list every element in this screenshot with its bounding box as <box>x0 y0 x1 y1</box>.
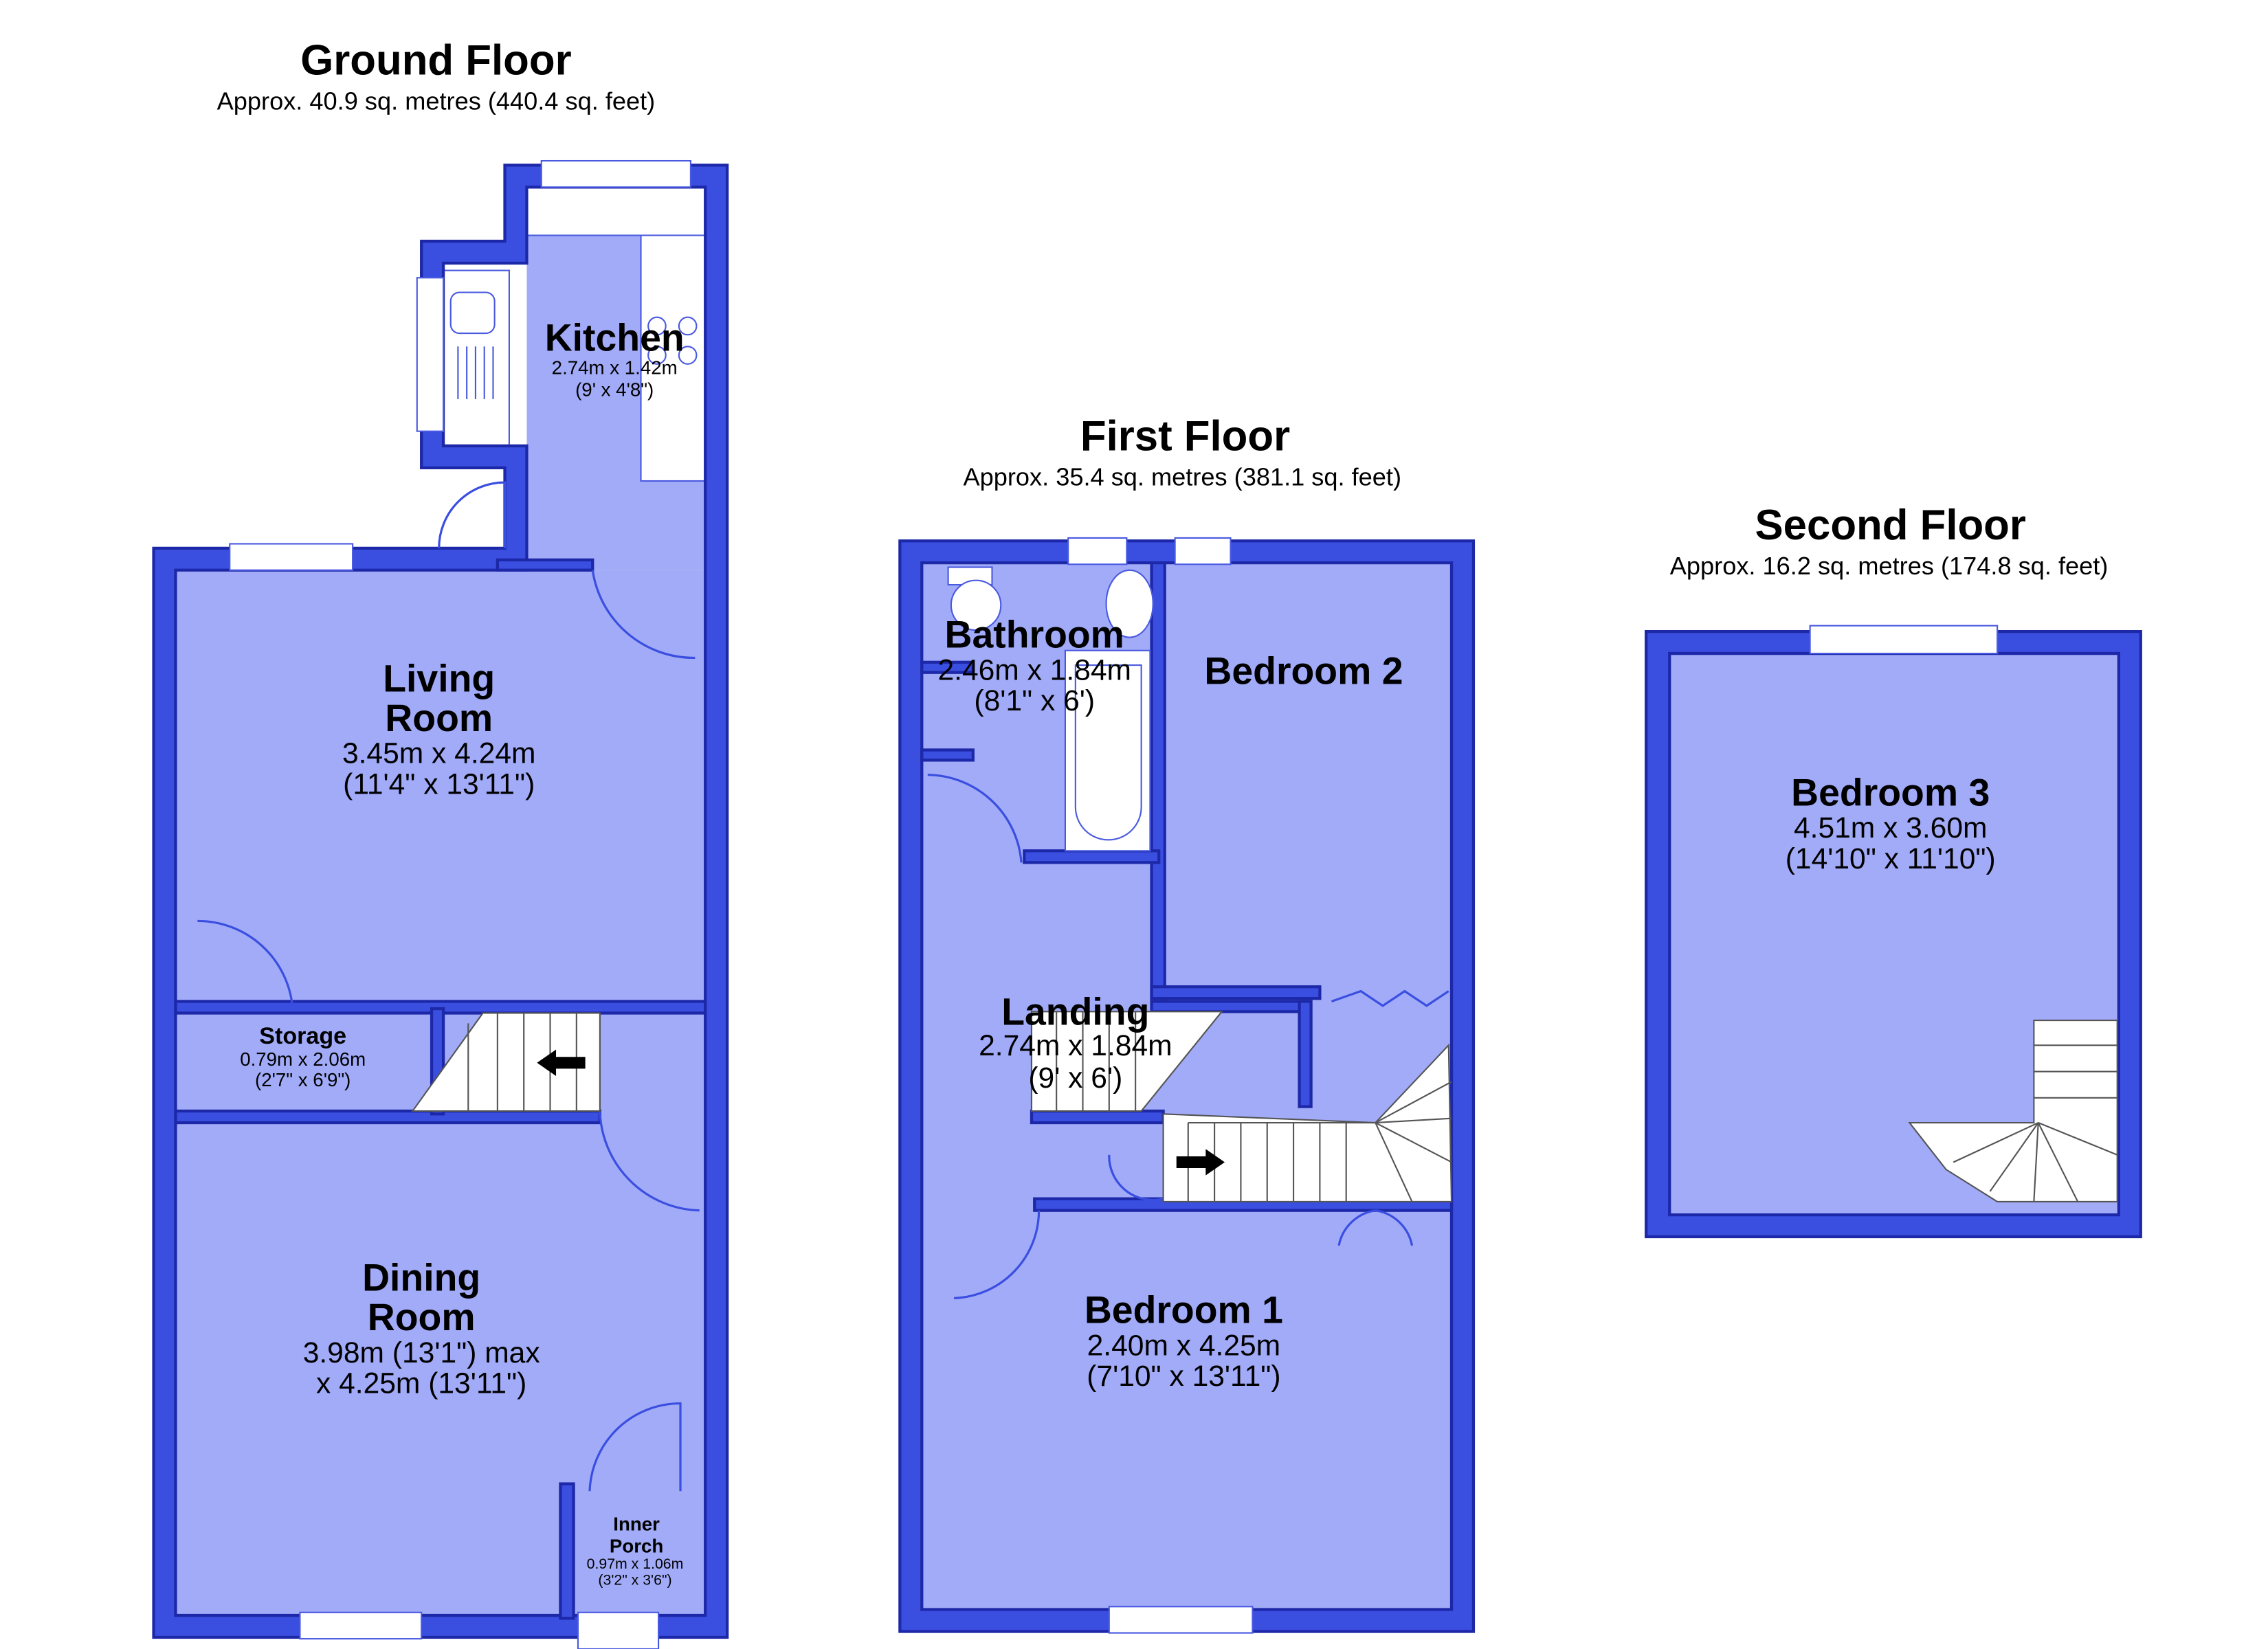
bedroom-3-dim-m: 4.51m x 3.60m <box>1794 811 1988 844</box>
living-room-label: Living <box>383 657 495 699</box>
door-swing <box>1108 1154 1164 1202</box>
window <box>1067 537 1128 565</box>
kitchen-worktop-top <box>526 186 707 236</box>
kitchen-label: Kitchen <box>545 317 685 359</box>
storage-dim-ft: (2'7" x 6'9") <box>255 1069 351 1090</box>
toilet-icon <box>950 579 1002 631</box>
bathroom-label: Bathroom <box>945 614 1124 656</box>
door-swing <box>599 1110 700 1212</box>
wall-landing <box>1298 1000 1313 1108</box>
inner-porch-dim-ft: (3'2" x 3'6") <box>598 1571 671 1588</box>
basin-icon <box>1105 569 1154 638</box>
bedroom-2-label: Bedroom 2 <box>1204 650 1403 693</box>
first-floor-area: Approx. 35.4 sq. metres (381.1 sq. feet) <box>963 462 1401 491</box>
window <box>1174 537 1232 565</box>
front-door <box>577 1611 660 1649</box>
living-room-label-2: Room <box>385 697 493 739</box>
wall-porch <box>559 1482 575 1620</box>
second-floor: Second Floor Approx. 16.2 sq. metres (17… <box>1645 502 2142 1239</box>
dining-room-dim-m: 3.98m (13'1") max <box>303 1336 540 1369</box>
staircase <box>1908 1020 2118 1202</box>
drainer-icon <box>457 346 494 399</box>
door-swing <box>438 481 507 548</box>
second-floor-title: Second Floor <box>1755 502 2025 549</box>
inner-porch-dim-m: 0.97m x 1.06m <box>587 1556 684 1572</box>
wall-cupboard <box>920 748 975 762</box>
kitchen-dim-m: 2.74m x 1.42m <box>552 357 678 379</box>
sink-icon <box>449 291 496 335</box>
storage-label: Storage <box>259 1023 346 1049</box>
kitchen-dim-ft: (9' x 4'8") <box>575 379 654 401</box>
storage-dim-m: 0.79m x 2.06m <box>240 1048 366 1070</box>
wall-kitchen-living <box>496 558 594 572</box>
window <box>229 543 354 571</box>
wall-bathroom-bottom <box>1023 849 1161 864</box>
bedroom-3-label: Bedroom 3 <box>1791 771 1990 814</box>
living-room-dim-ft: (11'4" x 13'11") <box>343 767 535 800</box>
bedroom-1-dim-ft: (7'10" x 13'11") <box>1087 1360 1280 1393</box>
ground-floor: Ground Floor Approx. 40.9 sq. metres (44… <box>152 37 729 1649</box>
staircase <box>1030 1011 1453 1202</box>
wall-bath-bed2 <box>1150 561 1166 1000</box>
door-swing <box>927 774 1023 863</box>
cupboard-doors <box>1337 1209 1414 1246</box>
door-swing <box>591 570 696 660</box>
bathroom-dim-ft: (8'1" x 6') <box>974 684 1095 717</box>
window <box>416 277 445 432</box>
wardrobe-doors <box>1331 989 1449 1007</box>
door-swing <box>954 1210 1041 1299</box>
bathroom-dim-m: 2.46m x 1.84m <box>937 653 1131 686</box>
landing-dim-ft: (9' x 6') <box>1028 1062 1122 1095</box>
landing-dim-m: 2.74m x 1.84m <box>979 1029 1172 1062</box>
bedroom-3-dim-ft: (14'10" x 11'10") <box>1786 842 1996 875</box>
window <box>299 1611 423 1640</box>
bedroom-1-dim-m: 2.40m x 4.25m <box>1087 1329 1281 1362</box>
first-floor: First Floor Approx. 35.4 sq. metres (381… <box>898 412 1476 1634</box>
stairs-arrow-icon <box>1176 1149 1225 1176</box>
door-swing <box>197 919 294 1009</box>
wall-bed2-bottom <box>1150 985 1322 1000</box>
wall-landing-rail <box>1030 1109 1165 1125</box>
dining-room-dim-ft: x 4.25m (13'11") <box>316 1367 526 1400</box>
first-outer-wall <box>898 539 1476 1633</box>
window <box>1108 1606 1254 1634</box>
landing-label: Landing <box>1001 991 1149 1033</box>
bath-icon <box>1074 664 1142 841</box>
hob-icon <box>647 316 698 365</box>
wall-cupboard <box>920 660 975 674</box>
wall-storage-dining <box>174 1109 602 1125</box>
bedroom-1-label: Bedroom 1 <box>1085 1289 1283 1332</box>
inner-porch-label: Inner <box>613 1514 660 1535</box>
second-floor-area: Approx. 16.2 sq. metres (174.8 sq. feet) <box>1670 552 2109 580</box>
window <box>540 159 691 188</box>
stairs-arrow-icon <box>537 1049 586 1076</box>
dining-room-label-2: Room <box>368 1296 476 1338</box>
first-floor-area-fill <box>922 563 1452 1610</box>
window <box>1809 625 1999 655</box>
inner-porch-label-2: Porch <box>610 1536 663 1557</box>
wall-landing <box>1150 1000 1311 1013</box>
dining-room-label: Dining <box>362 1257 480 1299</box>
first-floor-title: First Floor <box>1080 412 1290 460</box>
door-swing <box>588 1402 682 1492</box>
staircase <box>411 1012 601 1112</box>
living-room-dim-m: 3.45m x 4.24m <box>342 737 536 770</box>
ground-floor-area: Approx. 40.9 sq. metres (440.4 sq. feet) <box>217 87 656 115</box>
ground-floor-title: Ground Floor <box>300 37 571 85</box>
